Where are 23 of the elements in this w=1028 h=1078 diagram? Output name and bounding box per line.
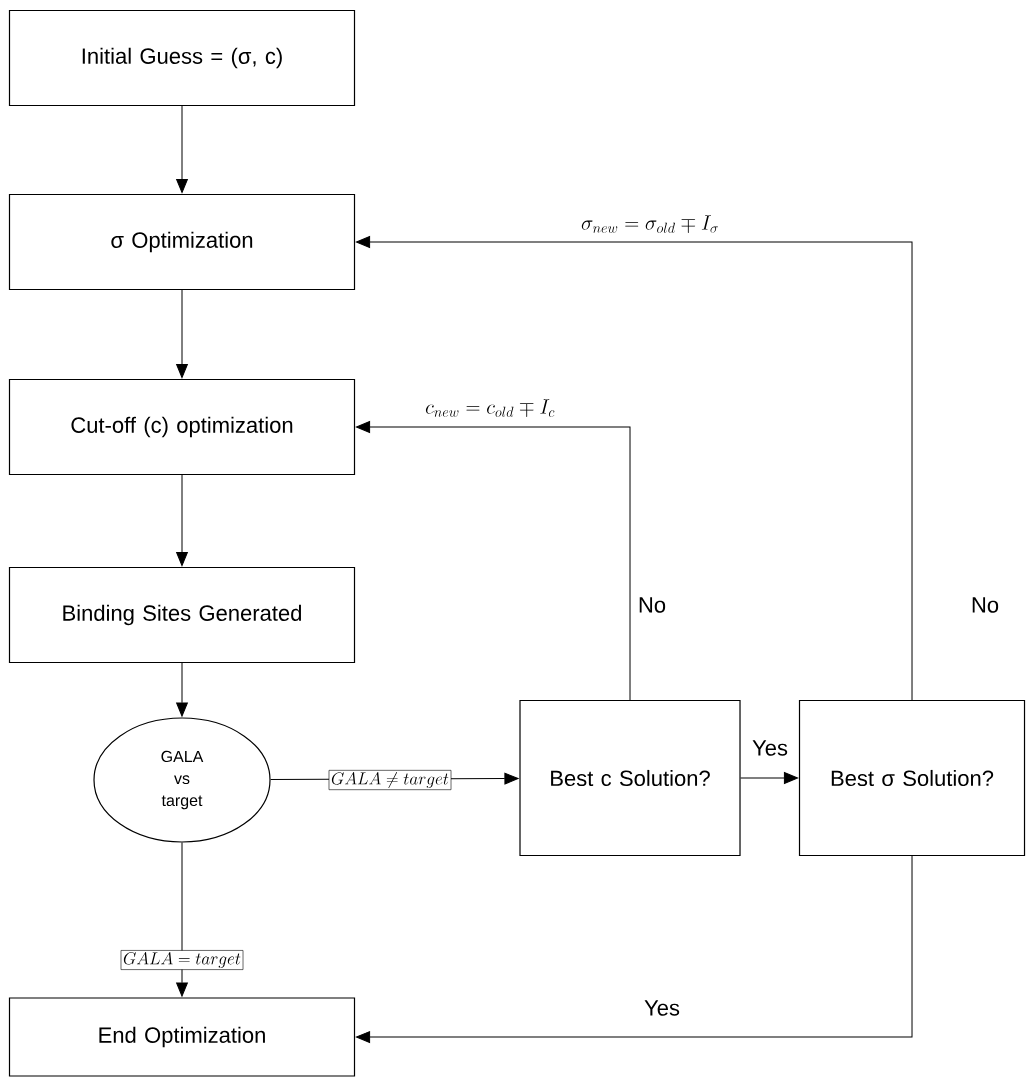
process-box: Cut-off (c) optimization (8, 378, 356, 476)
branch-label: No (639, 597, 666, 613)
arrow (355, 236, 913, 701)
edge-label: Yes (752, 740, 788, 756)
arrow (740, 772, 799, 784)
arrow (355, 855, 913, 1043)
edge-label: $\sigma_{new} = \sigma_{old} \mp I_\sigma$ (580, 214, 720, 234)
branch-label: No (972, 597, 999, 613)
arrow (176, 289, 188, 379)
arrow (176, 474, 188, 567)
edge-label: Yes (644, 1000, 680, 1016)
process-box: σ Optimization (8, 193, 356, 291)
arrow (355, 421, 631, 701)
process-box: Initial Guess = (σ, c) (8, 9, 356, 107)
arrow (176, 662, 188, 717)
process-box: End Optimization (8, 997, 356, 1077)
edge-label: $c_{new} = c_{old} \mp I_c$ (424, 398, 556, 418)
edge-label: $GALA = target$ (120, 950, 244, 970)
edge-label: $GALA \neq target$ (328, 770, 452, 790)
decision-box: Best σ Solution? (798, 699, 1026, 857)
process-box: Binding Sites Generated (8, 566, 356, 664)
arrow (176, 105, 188, 194)
decision-box: Best c Solution? (519, 699, 741, 857)
